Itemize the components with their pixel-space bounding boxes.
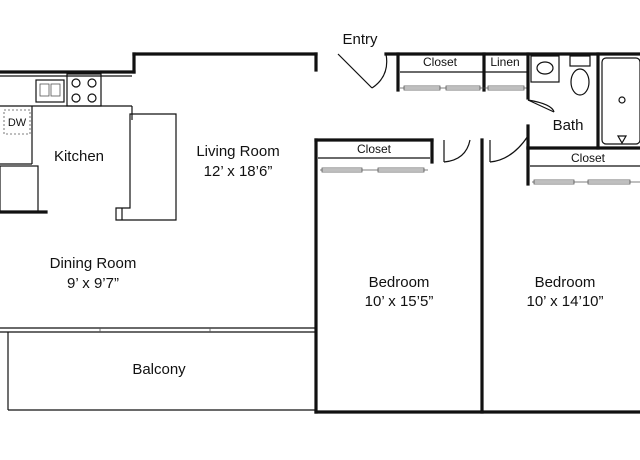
bath-door-leaf[interactable] (527, 99, 555, 113)
kitchen-label: Kitchen (54, 148, 104, 165)
burner-1 (71, 78, 81, 88)
burner-2 (87, 78, 97, 88)
entry-door-leaf[interactable] (337, 53, 373, 89)
bedroom1-closet-label: Closet (357, 142, 392, 156)
tub-drain-icon (618, 96, 626, 104)
kitchen-peninsula (115, 113, 177, 221)
toilet-icon (570, 68, 590, 96)
bath-vanity (530, 55, 560, 83)
living-room-label: Living Room (196, 143, 279, 160)
entry-door-swing (371, 53, 388, 89)
burner-4 (87, 93, 97, 103)
bedroom1-label: Bedroom (369, 274, 430, 291)
refrigerator-icon (0, 165, 39, 213)
sink-icon (536, 61, 554, 75)
range-icon (66, 73, 102, 107)
dishwasher-icon (3, 109, 31, 135)
linen-label: Linen (490, 55, 519, 69)
entry-closet-panel-1 (403, 85, 441, 91)
bedroom2-door-swing (489, 135, 529, 163)
bedroom2-closet-door-panel-2 (587, 179, 631, 185)
kitchen-sink-icon (35, 79, 65, 103)
dining-room-label: Dining Room (50, 255, 137, 272)
kitchen-sink-basin-2 (50, 83, 61, 97)
bedroom1-closet-door-panel-1 (321, 167, 363, 173)
bedroom2-label: Bedroom (535, 274, 596, 291)
bedroom2-closet-label: Closet (571, 151, 606, 165)
bath-door-swing (527, 99, 555, 113)
entry-label: Entry (342, 31, 378, 48)
entry-closet-panel-2 (445, 85, 481, 91)
bedroom2-size: 10’ x 14’10” (527, 293, 604, 310)
bedroom1-size: 10’ x 15’5” (365, 293, 434, 310)
linen-panel (487, 85, 525, 91)
burner-3 (71, 93, 81, 103)
tub-faucet-icon (616, 135, 628, 145)
kitchen-sink-basin-1 (39, 83, 50, 97)
toilet-tank (569, 55, 591, 67)
bedroom2-closet-door-panel-1 (533, 179, 575, 185)
dining-room-size: 9’ x 9’7” (67, 275, 119, 292)
bath-label: Bath (553, 117, 584, 134)
balcony-label: Balcony (132, 361, 186, 378)
living-room-size: 12’ x 18’6” (204, 163, 273, 180)
entry-closet-label: Closet (423, 55, 458, 69)
bathtub-icon (601, 57, 640, 145)
bedroom1-door-swing (443, 139, 471, 163)
bedroom1-closet-door-panel-2 (377, 167, 425, 173)
dishwasher-label: DW (8, 117, 27, 129)
